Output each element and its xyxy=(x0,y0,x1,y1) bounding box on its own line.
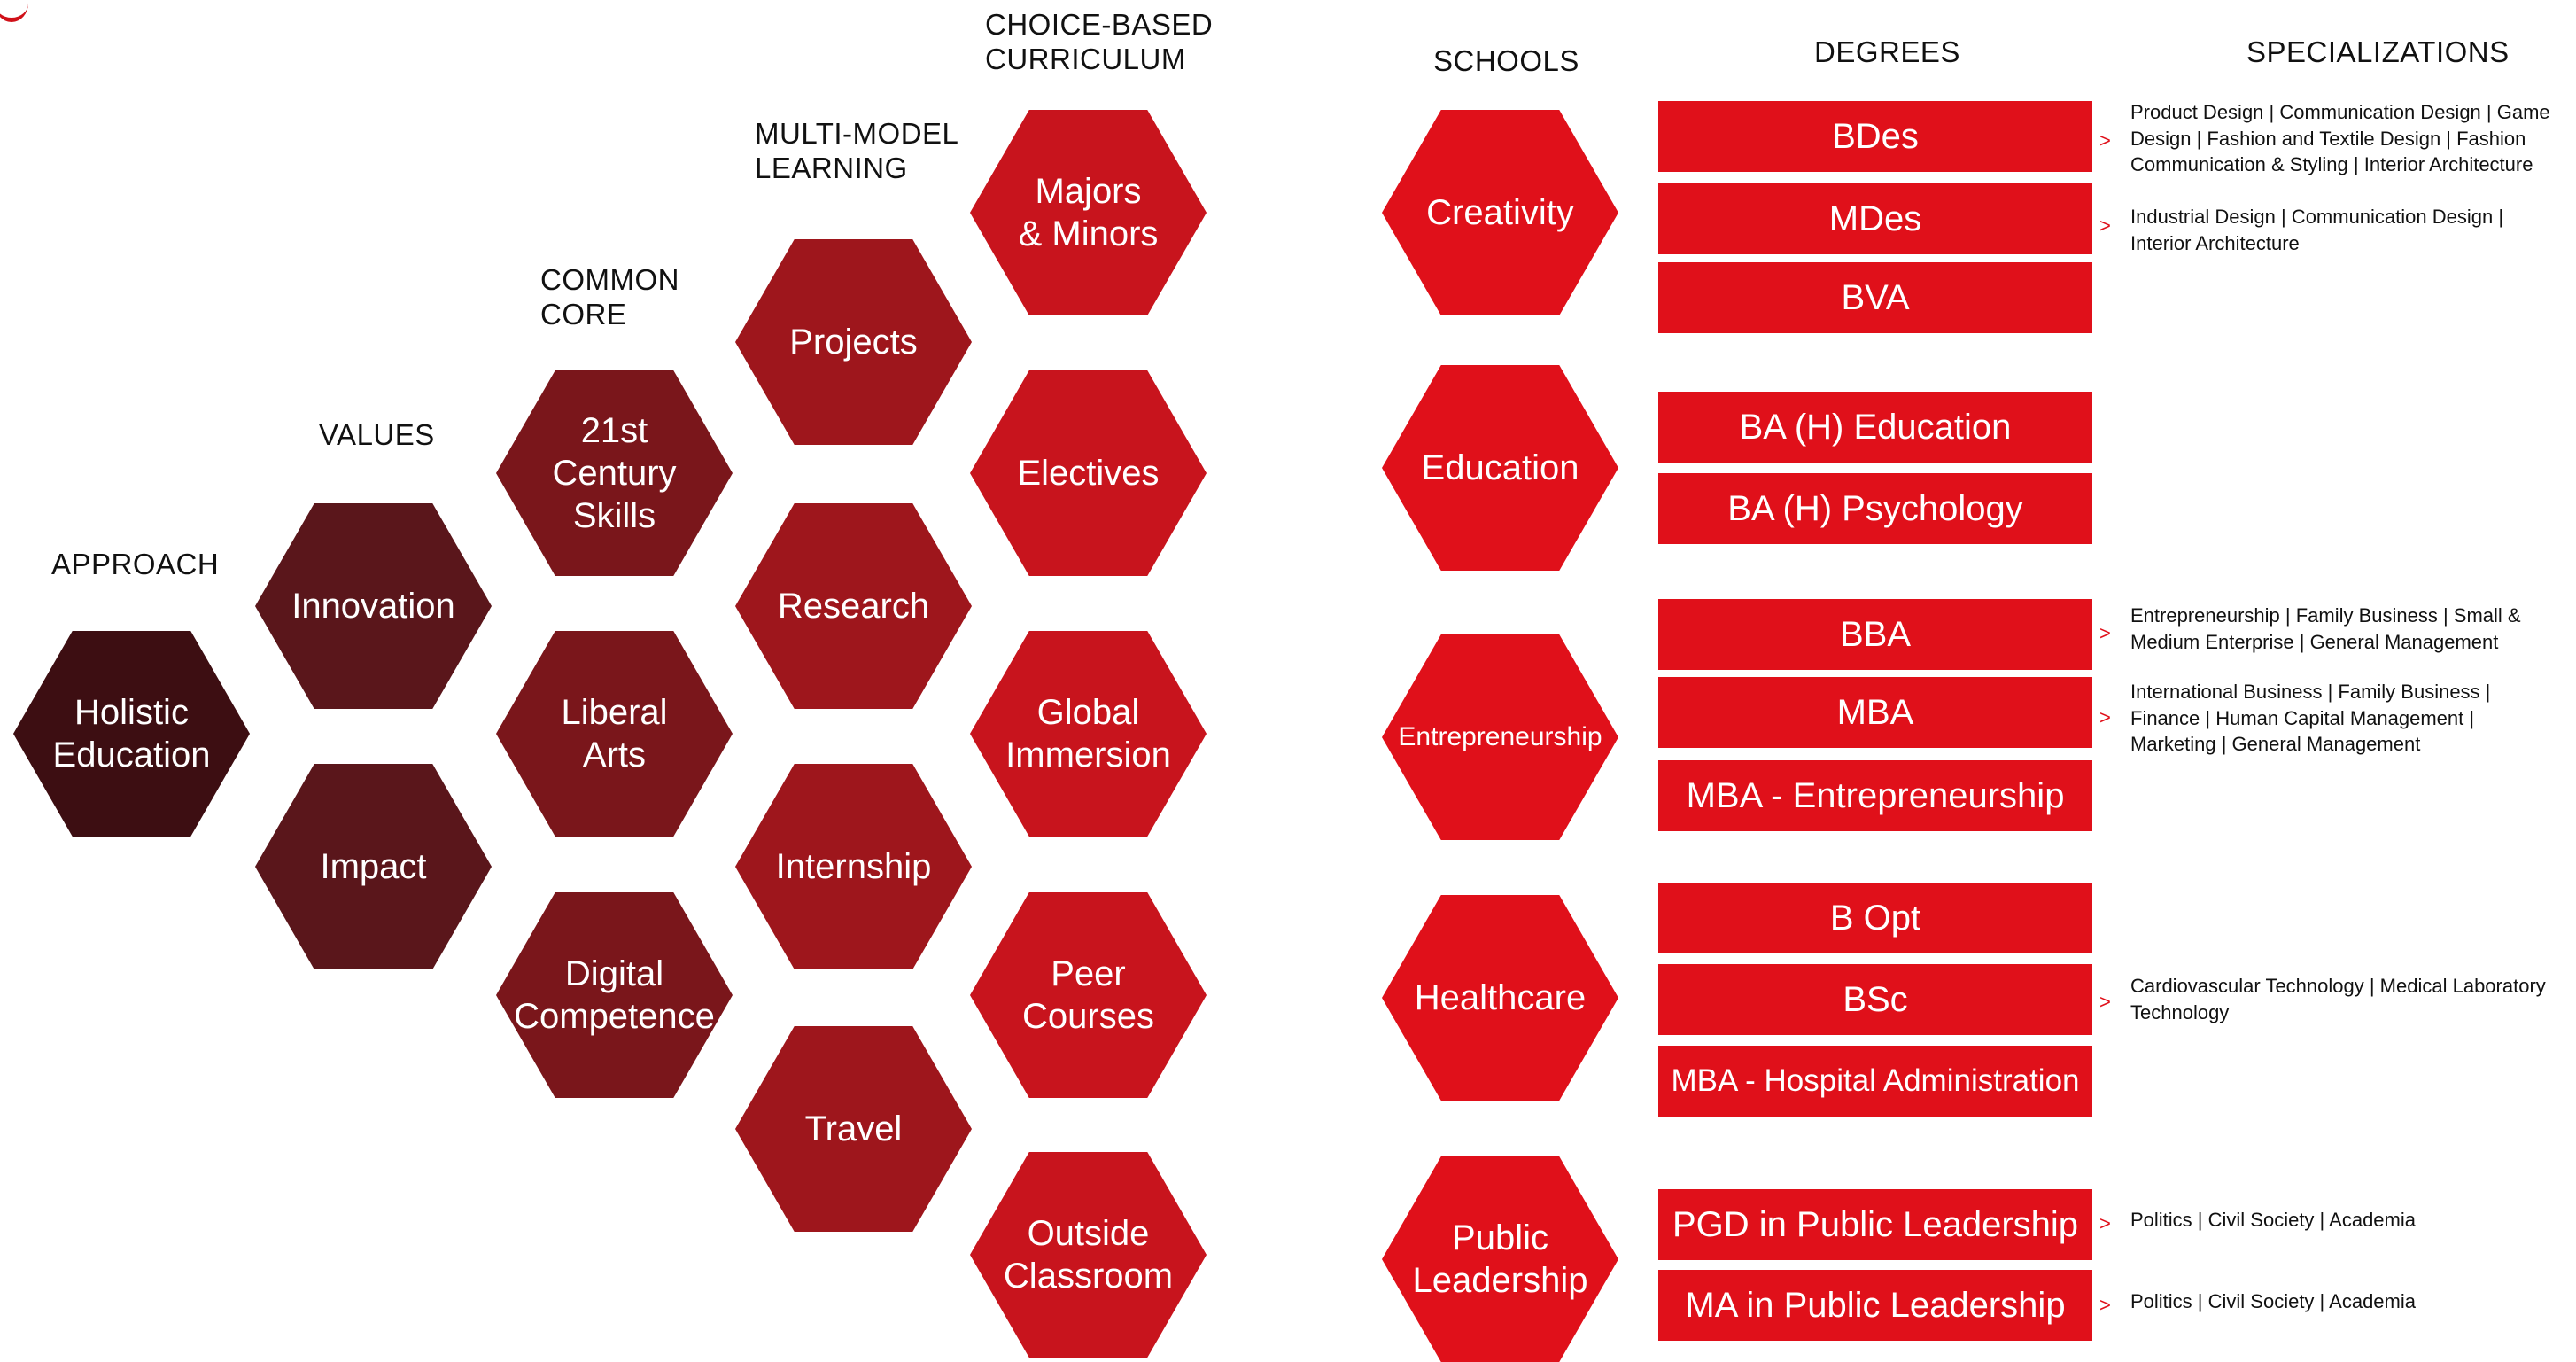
header-schools: SCHOOLS xyxy=(1433,44,1579,77)
spec-ma: Politics | Civil Society | Academia xyxy=(2130,1290,2416,1312)
hex-school-healthcare: Healthcare xyxy=(1382,895,1618,1101)
hex-choice-peer-courses: Peer Courses xyxy=(970,892,1207,1098)
degree-ba-h-education: BA (H) Education xyxy=(1658,392,2092,463)
degree-pgd-public-leadership: PGD in Public Leadership xyxy=(1658,1189,2092,1260)
arrow-mba: > xyxy=(2099,706,2111,728)
degree-mba-hospital-administration: MBA - Hospital Administration xyxy=(1658,1046,2092,1117)
hex-school-entrepreneurship: Entrepreneurship xyxy=(1382,634,1618,840)
spec-mba: International Business | Family Business… xyxy=(2130,681,2491,756)
arrow-bdes: > xyxy=(2099,129,2111,152)
hex-school-education: Education xyxy=(1382,365,1618,571)
arrow-mdes: > xyxy=(2099,214,2111,237)
hex-learning-travel: Travel xyxy=(735,1026,972,1232)
hex-value-innovation: Innovation xyxy=(255,503,492,709)
hex-choice-majors-minors: Majors & Minors xyxy=(970,110,1207,315)
hex-choice-electives: Electives xyxy=(970,370,1207,576)
header-choice-based-curriculum: CHOICE-BASED CURRICULUM xyxy=(985,8,1214,75)
degree-bba: BBA xyxy=(1658,599,2092,670)
degree-ma-public-leadership: MA in Public Leadership xyxy=(1658,1270,2092,1341)
spec-pgd: Politics | Civil Society | Academia xyxy=(2130,1209,2416,1231)
hex-core-liberal-arts: Liberal Arts xyxy=(496,631,733,837)
hex-core-digital-competence: Digital Competence xyxy=(496,892,733,1098)
arrow-bba: > xyxy=(2099,622,2111,644)
hex-choice-global-immersion: Global Immersion xyxy=(970,631,1207,837)
header-specializations: SPECIALIZATIONS xyxy=(2246,35,2510,68)
spec-bba: Entrepreneurship | Family Business | Sma… xyxy=(2130,604,2521,653)
logo-arc-mark xyxy=(0,0,28,22)
hex-school-public-leadership: Public Leadership xyxy=(1382,1156,1618,1362)
spec-mdes: Industrial Design | Communication Design… xyxy=(2130,206,2504,254)
degree-ba-h-psychology: BA (H) Psychology xyxy=(1658,473,2092,544)
spec-bdes: Product Design | Communication Design | … xyxy=(2130,101,2550,176)
header-approach: APPROACH xyxy=(51,548,220,580)
header-values: VALUES xyxy=(319,418,435,451)
header-degrees: DEGREES xyxy=(1814,35,1960,68)
degree-mdes: MDes xyxy=(1658,183,2092,254)
degree-bva: BVA xyxy=(1658,262,2092,333)
arrow-pgd: > xyxy=(2099,1212,2111,1234)
degree-bdes: BDes xyxy=(1658,101,2092,172)
hex-approach-holistic-education: Holistic Education xyxy=(13,631,250,837)
hex-learning-research: Research xyxy=(735,503,972,709)
hex-core-21st-century-skills: 21st Century Skills xyxy=(496,370,733,576)
header-common-core: COMMON CORE xyxy=(540,263,679,331)
arrow-ma: > xyxy=(2099,1294,2111,1316)
hex-choice-outside-classroom: Outside Classroom xyxy=(970,1152,1207,1358)
degree-mba-entrepreneurship: MBA - Entrepreneurship xyxy=(1658,760,2092,831)
arrow-bsc: > xyxy=(2099,991,2111,1013)
degree-b-opt: B Opt xyxy=(1658,883,2092,953)
hex-school-creativity: Creativity xyxy=(1382,110,1618,315)
header-multi-model-learning: MULTI-MODEL LEARNING xyxy=(755,117,959,184)
hex-learning-projects: Projects xyxy=(735,239,972,445)
degree-mba: MBA xyxy=(1658,677,2092,748)
hex-value-impact: Impact xyxy=(255,764,492,969)
degree-bsc: BSc xyxy=(1658,964,2092,1035)
hex-learning-internship: Internship xyxy=(735,764,972,969)
spec-bsc: Cardiovascular Technology | Medical Labo… xyxy=(2130,975,2546,1023)
